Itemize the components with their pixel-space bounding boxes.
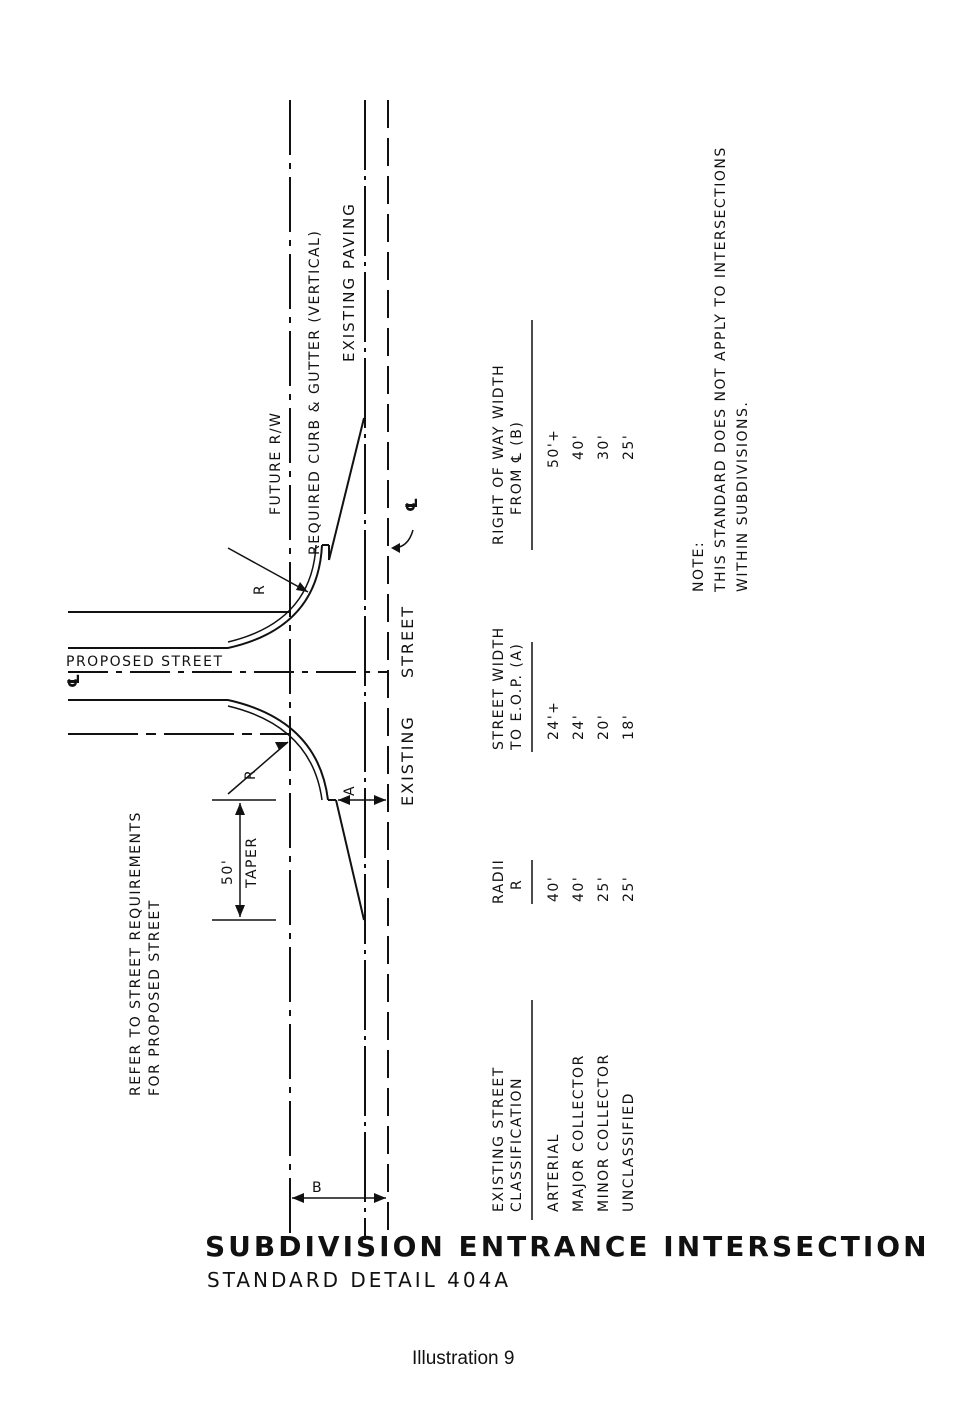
page-subtitle: STANDARD DETAIL 404A xyxy=(207,1268,512,1292)
dim-a-label: A xyxy=(342,784,358,796)
taper-value: 50' xyxy=(220,858,236,885)
table-row-street-width: 18' xyxy=(621,713,637,740)
existing-street-label-1: EXISTING xyxy=(398,715,417,806)
table-row-row-width: 30' xyxy=(596,433,612,460)
header-street-width-1: STREET WIDTH xyxy=(491,626,507,750)
taper-label: TAPER xyxy=(244,836,260,888)
table-row-street-width: 20' xyxy=(596,713,612,740)
table-row-street-width: 24' xyxy=(571,713,587,740)
existing-centerline-symbol: ℄ xyxy=(402,495,421,512)
header-row-width-1: RIGHT OF WAY WIDTH xyxy=(491,363,507,545)
header-classification-2: CLASSIFICATION xyxy=(509,1077,525,1212)
page-title: SUBDIVISION ENTRANCE INTERSECTION xyxy=(205,1230,930,1263)
header-radii-1: RADII xyxy=(491,858,507,904)
header-row-width-2: FROM ℄ (B) xyxy=(509,420,525,515)
curb-gutter-label: REQUIRED CURB & GUTTER (VERTICAL) xyxy=(307,229,323,555)
dim-b-label: B xyxy=(312,1180,324,1196)
table-row-row-width: 40' xyxy=(571,433,587,460)
refer-note-line-1: REFER TO STREET REQUIREMENTS xyxy=(128,811,144,1096)
radius-label-upper: R xyxy=(252,583,268,595)
refer-note-line-2: FOR PROPOSED STREET xyxy=(147,899,163,1096)
lower-taper xyxy=(335,799,365,921)
upper-radius-leader xyxy=(227,547,309,593)
table-row-radii: 25' xyxy=(621,875,637,902)
note-line-1: THIS STANDARD DOES NOT APPLY TO INTERSEC… xyxy=(713,146,729,592)
existing-paving-label: EXISTING PAVING xyxy=(340,202,358,362)
lower-curb-return-inner xyxy=(227,705,323,801)
note-line-2: WITHIN SUBDIVISIONS. xyxy=(735,400,751,592)
header-classification-1: EXISTING STREET xyxy=(491,1066,507,1212)
table-row-classification: MINOR COLLECTOR xyxy=(596,1053,612,1212)
illustration-caption: Illustration 9 xyxy=(412,1348,515,1369)
proposed-street-label: PROPOSED STREET xyxy=(66,654,224,670)
lower-curb-return xyxy=(227,699,329,801)
upper-curb-return-inner xyxy=(227,544,317,643)
table-row-classification: ARTERIAL xyxy=(546,1133,562,1212)
existing-street-label-2: STREET xyxy=(398,604,417,678)
upper-taper xyxy=(328,417,365,561)
header-street-width-2: TO E.O.P. (A) xyxy=(509,642,525,750)
table-row-street-width: 24'+ xyxy=(546,700,562,740)
lower-radius-leader xyxy=(227,741,289,795)
header-radii-2: R xyxy=(509,878,525,890)
table-row-radii: 40' xyxy=(546,875,562,902)
table-row-radii: 40' xyxy=(571,875,587,902)
upper-curb-return xyxy=(227,544,323,649)
table-row-classification: MAJOR COLLECTOR xyxy=(571,1054,587,1212)
table-row-row-width: 50'+ xyxy=(546,428,562,468)
table-row-classification: UNCLASSIFIED xyxy=(621,1092,637,1212)
table-row-radii: 25' xyxy=(596,875,612,902)
proposed-centerline-symbol: ℄ xyxy=(64,671,83,688)
radius-label-lower: R xyxy=(243,768,259,780)
note-heading: NOTE: xyxy=(691,540,707,592)
table-row-row-width: 25' xyxy=(621,433,637,460)
future-rw-label: FUTURE R/W xyxy=(268,411,284,515)
